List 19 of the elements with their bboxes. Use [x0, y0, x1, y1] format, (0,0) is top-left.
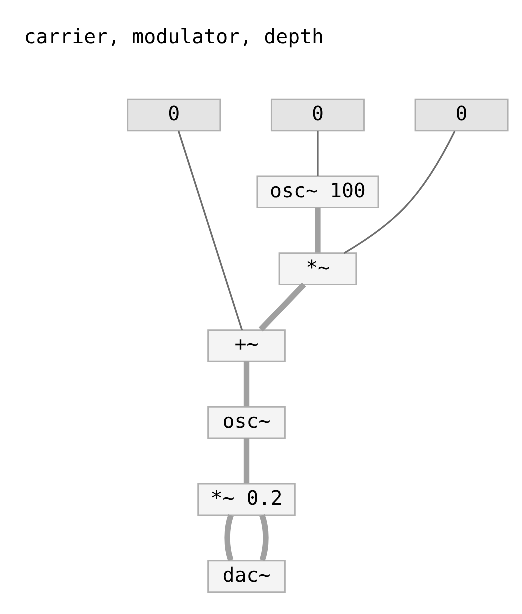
connector	[178, 130, 244, 330]
connector	[244, 438, 250, 484]
node-box: *~	[278, 252, 358, 285]
connector	[258, 282, 306, 332]
connector	[315, 207, 321, 252]
node-box: 0	[414, 98, 509, 132]
node-box: 0	[270, 98, 365, 132]
connector	[260, 514, 269, 561]
node-box: osc~ 100	[256, 175, 380, 208]
node-box: osc~	[208, 406, 286, 439]
connector	[244, 361, 250, 406]
node-box: +~	[208, 329, 286, 362]
node-box: 0	[127, 98, 222, 132]
node-box: dac~	[208, 560, 286, 593]
connector	[344, 130, 456, 254]
connector	[224, 514, 234, 561]
connector	[317, 130, 319, 176]
node-box: *~ 0.2	[198, 482, 296, 516]
label: carrier, modulator, depth	[24, 25, 324, 48]
